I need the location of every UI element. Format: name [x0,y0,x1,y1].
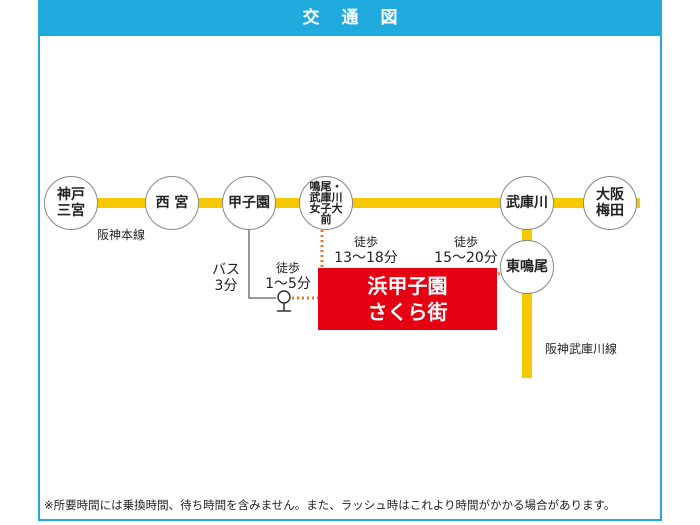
destination-name: 浜甲子園 [367,274,448,298]
destination-subname: さくら街 [367,300,448,324]
bus-mode: バス [212,262,240,278]
walk-route-label-3: 徒歩 15〜20分 [426,234,506,266]
bus-route-label: バス 3分 [208,262,244,294]
bus-route [248,228,276,299]
station-higashi-naruo: 東鳴尾 [500,240,554,294]
line-label-mukogawa: 阪神武庫川線 [545,342,618,356]
map-frame [38,0,662,521]
walk-route-higashinaruo [497,270,504,276]
station-naruo: 鳴尾・ 武庫川 女子大 前 [299,176,353,230]
station-osaka-umeda: 大阪 梅田 [583,176,637,230]
station-koshien: 甲子園 [222,176,276,230]
station-mukogawa: 武庫川 [500,176,554,230]
line-label-main: 阪神本線 [97,228,146,242]
station-nishinomiya: 西 宮 [145,176,199,230]
page-title: 交通図 [38,0,662,36]
bus-stop-icon [277,290,291,312]
walk3-mode: 徒歩 [453,235,478,249]
walk2-time: 13〜18分 [334,250,398,266]
footnote: ※所要時間には乗換時間、待ち時間を含みません。また、ラッシュ時はこれより時間がか… [44,498,616,512]
walk3-time: 15〜20分 [434,250,498,266]
walk1-mode: 徒歩 [275,261,300,275]
walk1-time: 1〜5分 [265,276,311,292]
bus-time: 3分 [214,278,238,294]
walk-route-label-2: 徒歩 13〜18分 [326,234,406,266]
destination-box: 浜甲子園 さくら街 [318,268,497,330]
station-kobe-sannomiya: 神戸 三宮 [44,176,98,230]
walk2-mode: 徒歩 [353,235,378,249]
walk-route-label-1: 徒歩 1〜5分 [258,260,318,292]
